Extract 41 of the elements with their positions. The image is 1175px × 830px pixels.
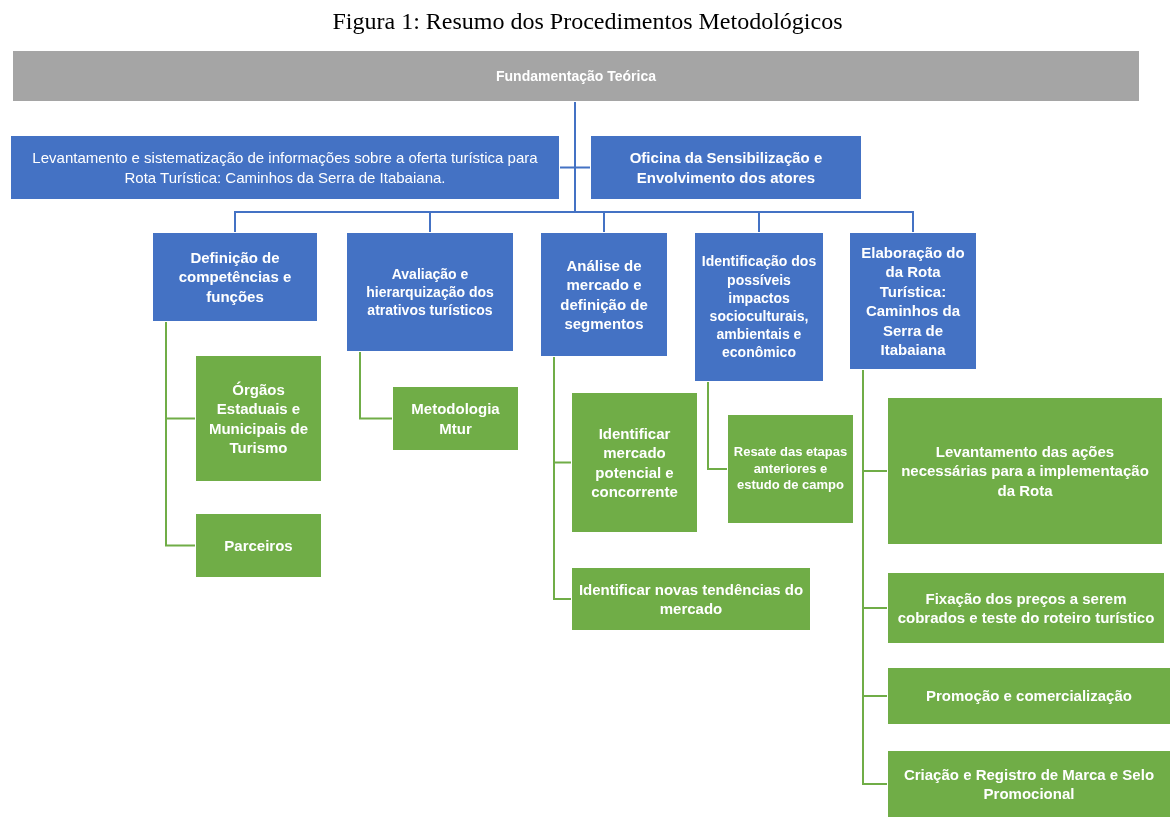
figure-title: Figura 1: Resumo dos Procedimentos Metodológicos (331, 8, 844, 35)
box-label: Fundamentação Teórica (496, 66, 656, 86)
process-box (694, 232, 824, 382)
box-label: Fixação dos preços a serem cobrados e teste do roteiro turístico (896, 588, 1156, 628)
process-box (887, 572, 1165, 644)
process-box (12, 50, 1140, 102)
box-label: Metodologia Mtur (410, 399, 501, 438)
process-box (727, 414, 854, 524)
box-label: Identificar novas tendências do mercado (577, 579, 805, 619)
box-label: Identificar mercado potencial e concorrente (590, 423, 679, 502)
connector-line (359, 351, 393, 420)
box-label: Definição de competências e funções (177, 247, 293, 307)
connector-line (553, 356, 572, 600)
process-box (195, 355, 322, 482)
process-box (540, 232, 668, 357)
box-label: Análise de mercado e definição de segmentos (559, 255, 649, 334)
box-label: Resate das etapas anteriores e estudo de campo (732, 443, 849, 495)
box-label: Identificação dos possíveis impactos socioculturais, ambientais e econômico (700, 252, 818, 362)
process-box (152, 232, 318, 322)
box-label: Oficina da Sensibilização e Envolvimento dos atores (628, 148, 824, 187)
process-box (571, 567, 811, 631)
connector-line (165, 321, 196, 547)
process-box (571, 392, 698, 533)
box-label: Levantamento e sistematização de informações sobre a oferta turística para Rota Turística: Caminhos da Serra de Itabaiana. (31, 148, 539, 187)
box-label: Parceiros (224, 535, 293, 556)
box-label: Promoção e comercialização (926, 686, 1132, 706)
process-box (590, 135, 862, 200)
process-box (849, 232, 977, 370)
process-box (10, 135, 560, 200)
process-box (346, 232, 514, 352)
process-box (392, 386, 519, 451)
box-label: Criação e Registro de Marca e Selo Promocional (902, 764, 1156, 804)
box-label: Elaboração do da Rota Turística: Caminhos da Serra de Itabaiana (860, 242, 966, 360)
connector-line (707, 381, 728, 470)
box-label: Levantamento das ações necessárias para a implementação da Rota (900, 441, 1150, 501)
box-label: Avaliação e hierarquização dos atrativos turísticos (365, 264, 495, 320)
process-box (887, 397, 1163, 545)
process-box (195, 513, 322, 578)
process-box (887, 667, 1171, 725)
process-box (887, 750, 1171, 818)
box-label: Órgãos Estaduais e Municipais de Turismo (207, 379, 310, 458)
